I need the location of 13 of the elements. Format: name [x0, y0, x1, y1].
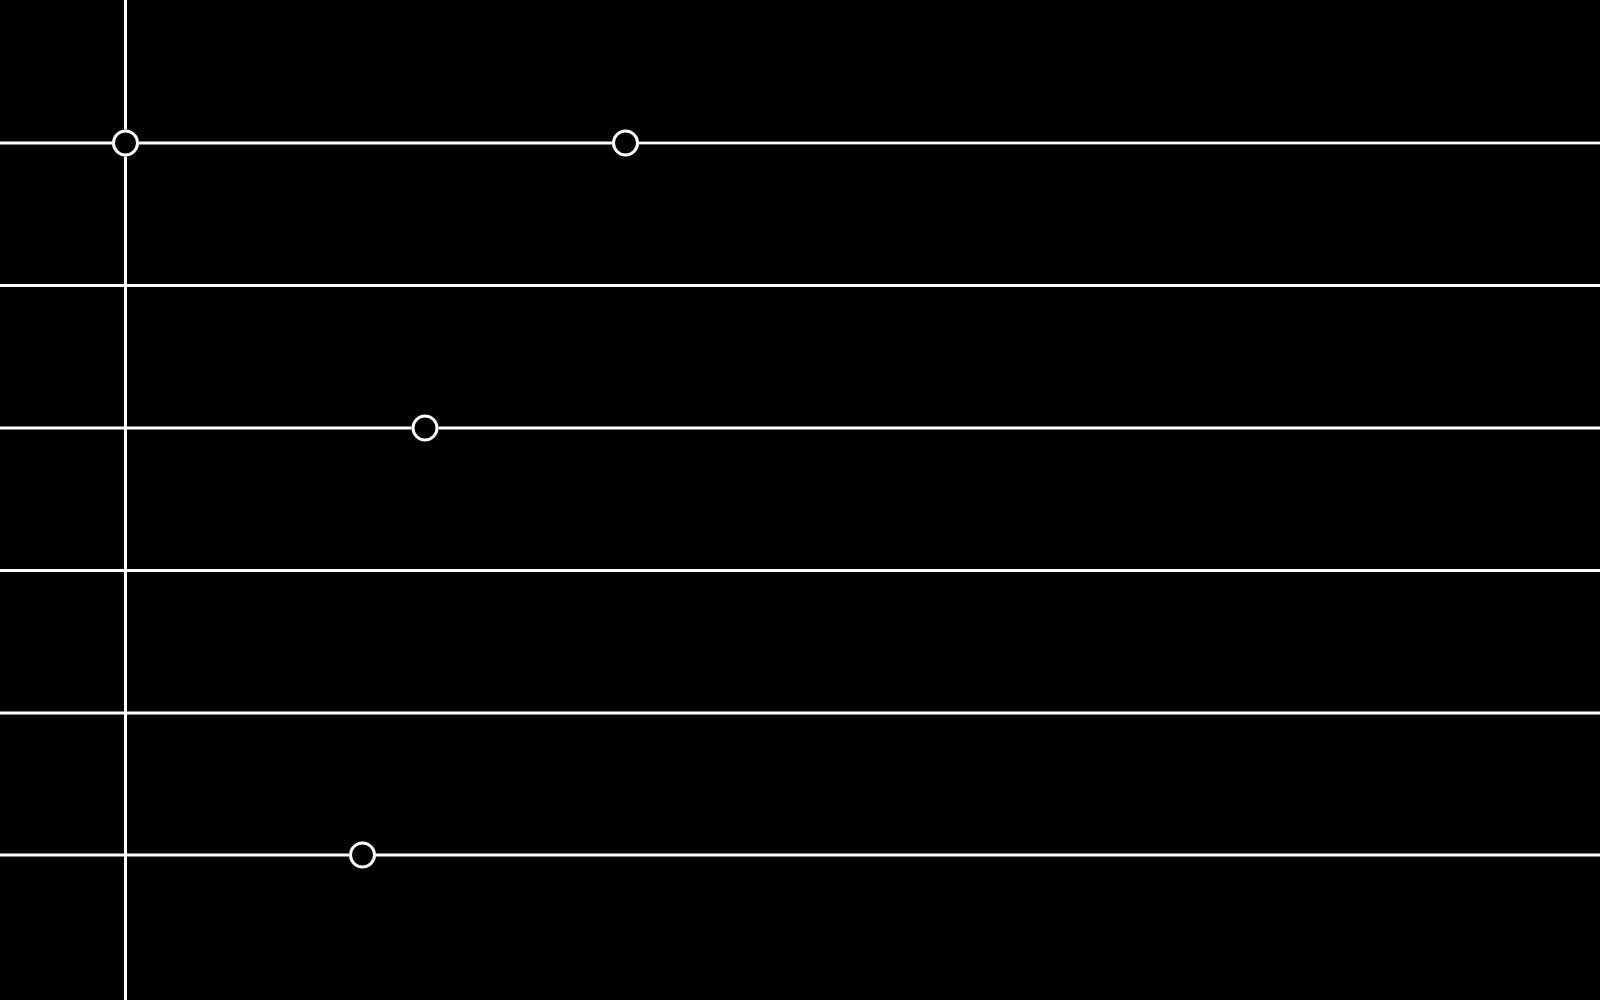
line	[139, 141, 612, 145]
line	[0, 853, 349, 857]
line	[376, 853, 1600, 857]
line	[438, 426, 1600, 430]
open-circle	[112, 129, 139, 157]
line	[124, 156, 127, 1000]
open-circle	[349, 841, 376, 869]
line	[0, 141, 112, 145]
line	[124, 0, 127, 130]
line	[639, 141, 1600, 145]
open-circle	[612, 129, 639, 157]
line	[0, 426, 412, 430]
open-circle	[411, 414, 439, 442]
